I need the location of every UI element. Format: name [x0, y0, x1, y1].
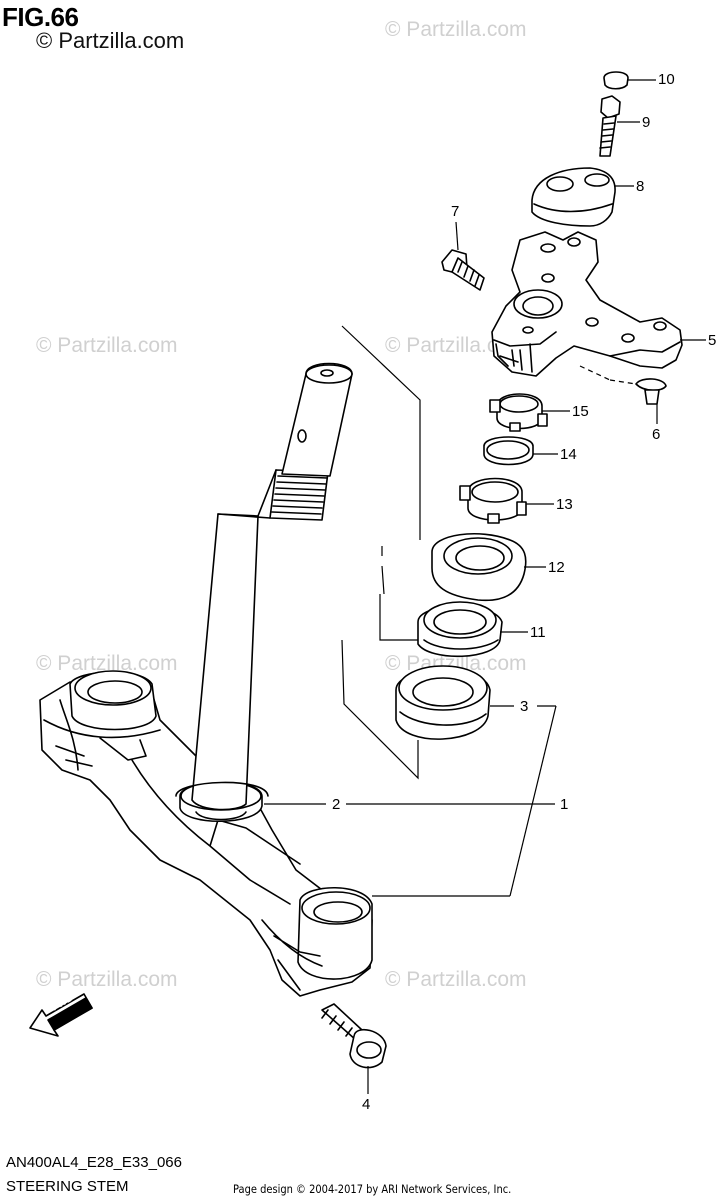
watermark: © Partzilla.com [36, 652, 178, 675]
callout-2: 2 [332, 796, 341, 813]
callout-9: 9 [642, 114, 651, 131]
part-2-seal [175, 781, 269, 797]
watermark-main: © Partzilla.com [36, 28, 185, 53]
callout-14: 14 [560, 446, 577, 463]
callout-4: 4 [362, 1096, 371, 1113]
part-14-washer [483, 436, 534, 466]
callout-10: 10 [658, 71, 675, 88]
part-3-bearing [395, 665, 491, 740]
callout-11: 11 [530, 624, 546, 641]
callout-13: 13 [556, 496, 573, 513]
part-9-bolt [599, 95, 621, 157]
figure-title: FIG.66 [2, 2, 79, 32]
part-4-bolt [321, 1003, 387, 1069]
part-7-bolt [441, 249, 485, 291]
callout-7: 7 [451, 203, 460, 220]
part-13-nut [459, 477, 527, 524]
callout-5: 5 [708, 332, 717, 349]
callout-3: 3 [520, 698, 529, 715]
part-10-cap [603, 71, 629, 90]
part-1-steering-stem [39, 362, 373, 997]
part-8-handlebar-holder [531, 167, 616, 227]
copyright-notice: Page design © 2004-2017 by ARI Network S… [233, 1182, 512, 1196]
watermark: © Partzilla.com [36, 968, 178, 991]
part-11-bearing [417, 601, 503, 658]
callout-1: 1 [560, 796, 569, 813]
part-6-screw [635, 378, 667, 405]
part-12-dust-seal [431, 533, 527, 602]
watermark: © Partzilla.com [385, 968, 527, 991]
model-code: AN400AL4_E28_E33_066 [6, 1154, 182, 1171]
watermark: © Partzilla.com [385, 334, 527, 357]
section-title: STEERING STEM [6, 1178, 129, 1195]
callout-6: 6 [652, 426, 661, 443]
leader-lines [264, 79, 706, 1094]
callout-8: 8 [636, 178, 645, 195]
watermark: © Partzilla.com [385, 18, 527, 41]
fwd-arrow [29, 993, 93, 1037]
watermark: © Partzilla.com [36, 334, 178, 357]
part-5-upper-bracket [491, 231, 683, 377]
callout-12: 12 [548, 559, 565, 576]
callout-15: 15 [572, 403, 589, 420]
part-15-lock-nut [489, 393, 548, 432]
